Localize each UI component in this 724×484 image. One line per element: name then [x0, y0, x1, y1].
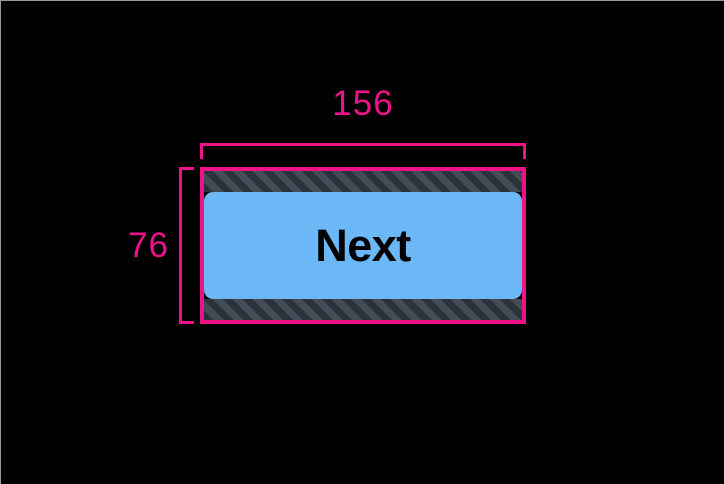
- height-dimension-label: 76: [128, 226, 169, 265]
- padding-hatch-top: [204, 171, 522, 192]
- padding-hatch-bottom: [204, 299, 522, 320]
- element-bounds-highlight[interactable]: Next: [200, 167, 526, 324]
- next-button-label: Next: [315, 220, 411, 271]
- height-dimension-bracket: [179, 167, 194, 324]
- width-dimension-bracket: [200, 143, 526, 159]
- width-dimension-label: 156: [332, 84, 394, 123]
- next-button[interactable]: Next: [204, 192, 522, 299]
